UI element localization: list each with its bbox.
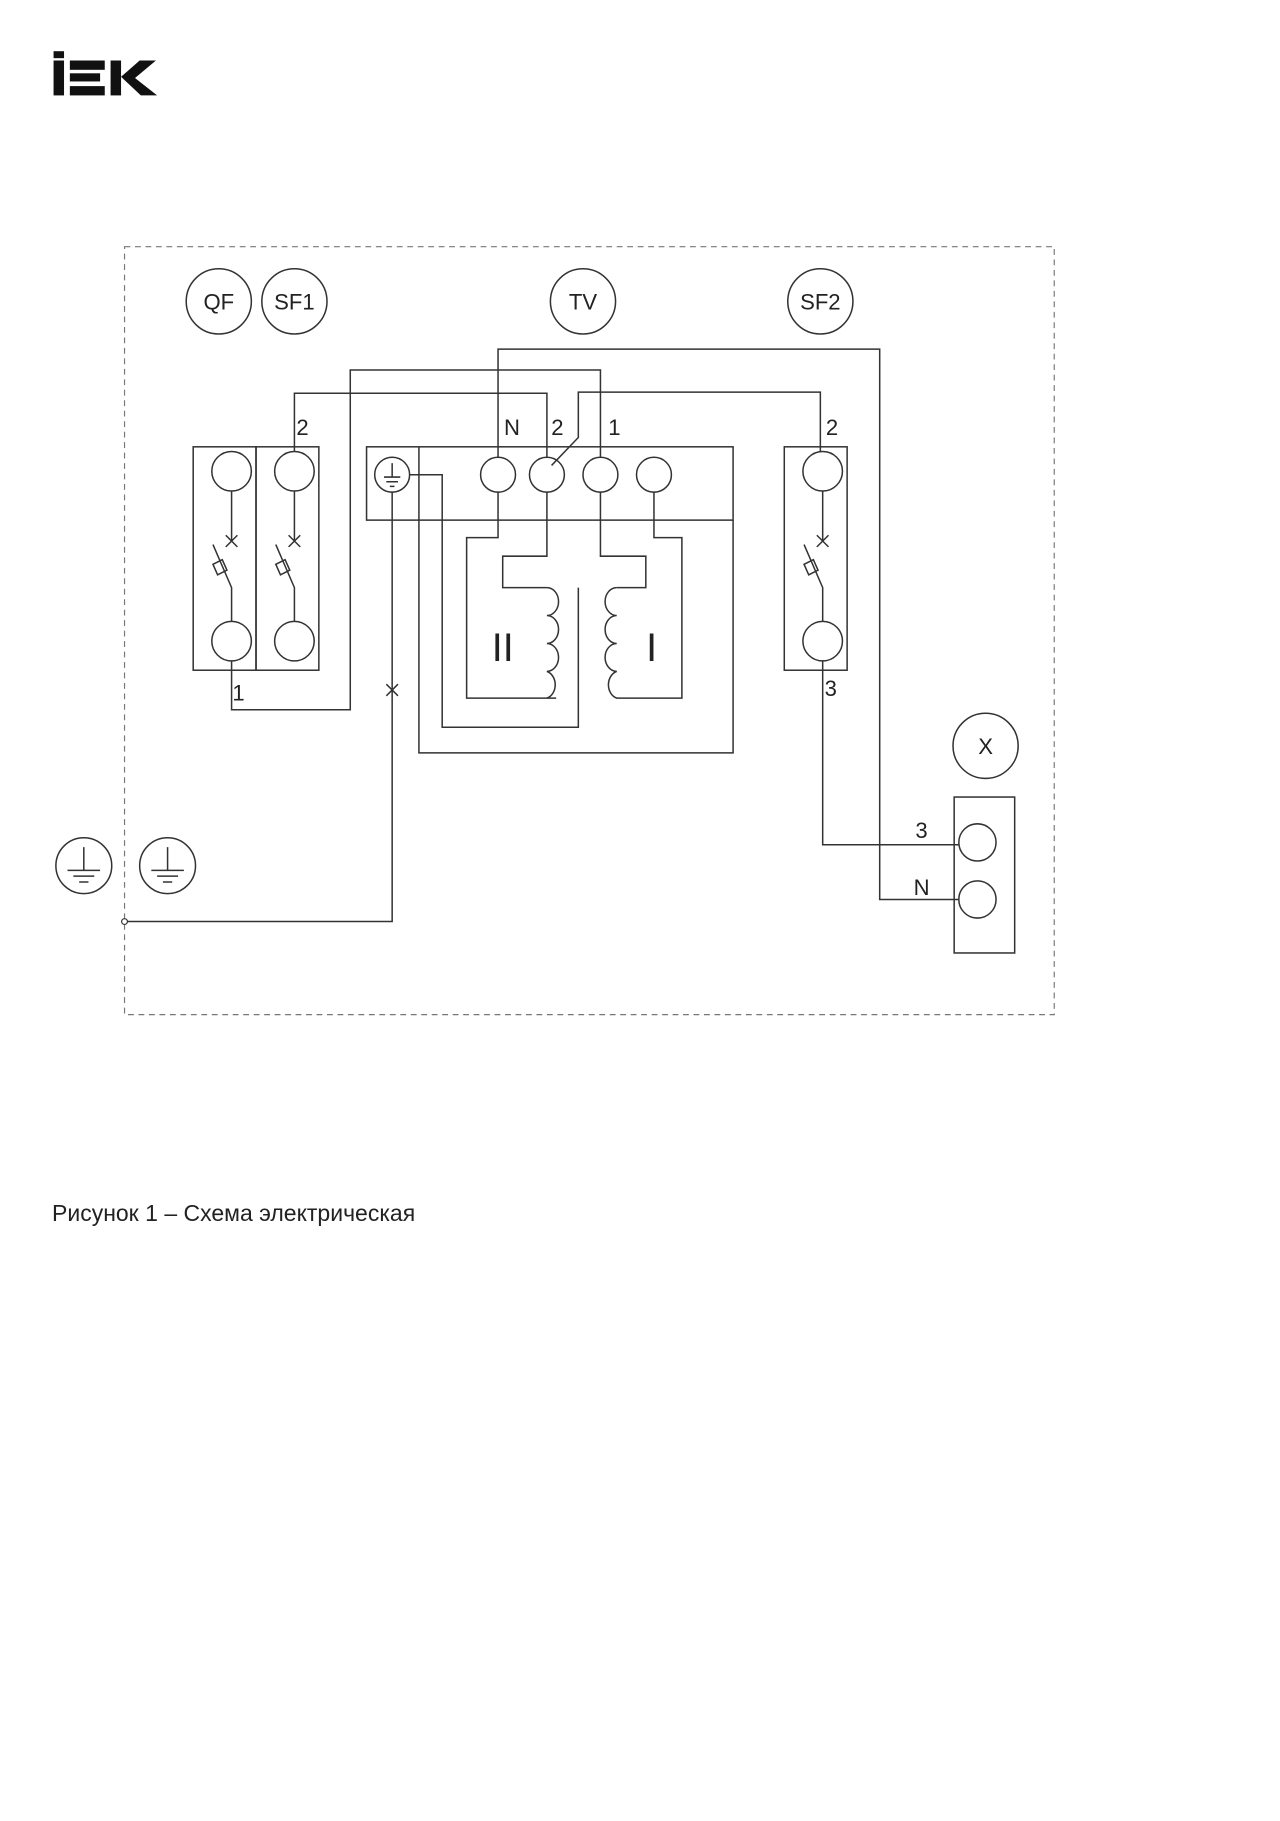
breaker-sf2	[783, 446, 848, 671]
wire-label: 2	[551, 415, 563, 440]
label-x: X	[978, 734, 993, 759]
iek-logo	[53, 51, 158, 96]
ground-icon	[55, 837, 113, 895]
ground-symbols	[55, 837, 197, 895]
wire-label: 2	[296, 415, 308, 440]
wire-labels: 2 1 N 2 1 2 3 3 N	[232, 415, 929, 900]
enclosure-boundary	[123, 246, 1055, 1016]
wire-label: N	[914, 875, 930, 900]
breaker-qf	[192, 446, 257, 671]
label-sf2: SF2	[800, 290, 841, 315]
wire-label: 3	[915, 818, 927, 843]
label-tv: TV	[569, 290, 597, 315]
wire-label: 3	[825, 676, 837, 701]
label-sf1: SF1	[274, 290, 315, 315]
label-qf: QF	[203, 290, 234, 315]
wire-label: 1	[232, 680, 244, 705]
wire-label: N	[504, 415, 520, 440]
figure-caption: Рисунок 1 – Схема электрическая	[52, 1200, 416, 1226]
designator-circles: QF SF1 TV SF2 X	[185, 268, 1019, 780]
terminal-block-x	[953, 796, 1016, 954]
ground-icon	[138, 837, 197, 895]
winding-secondary: II	[492, 626, 514, 670]
breaker-sf1	[255, 446, 320, 671]
wire-label: 2	[826, 415, 838, 440]
wire-label: 1	[608, 415, 620, 440]
transformer-tv: II I	[365, 446, 734, 754]
winding-primary: I	[646, 626, 657, 670]
wires	[121, 348, 959, 926]
